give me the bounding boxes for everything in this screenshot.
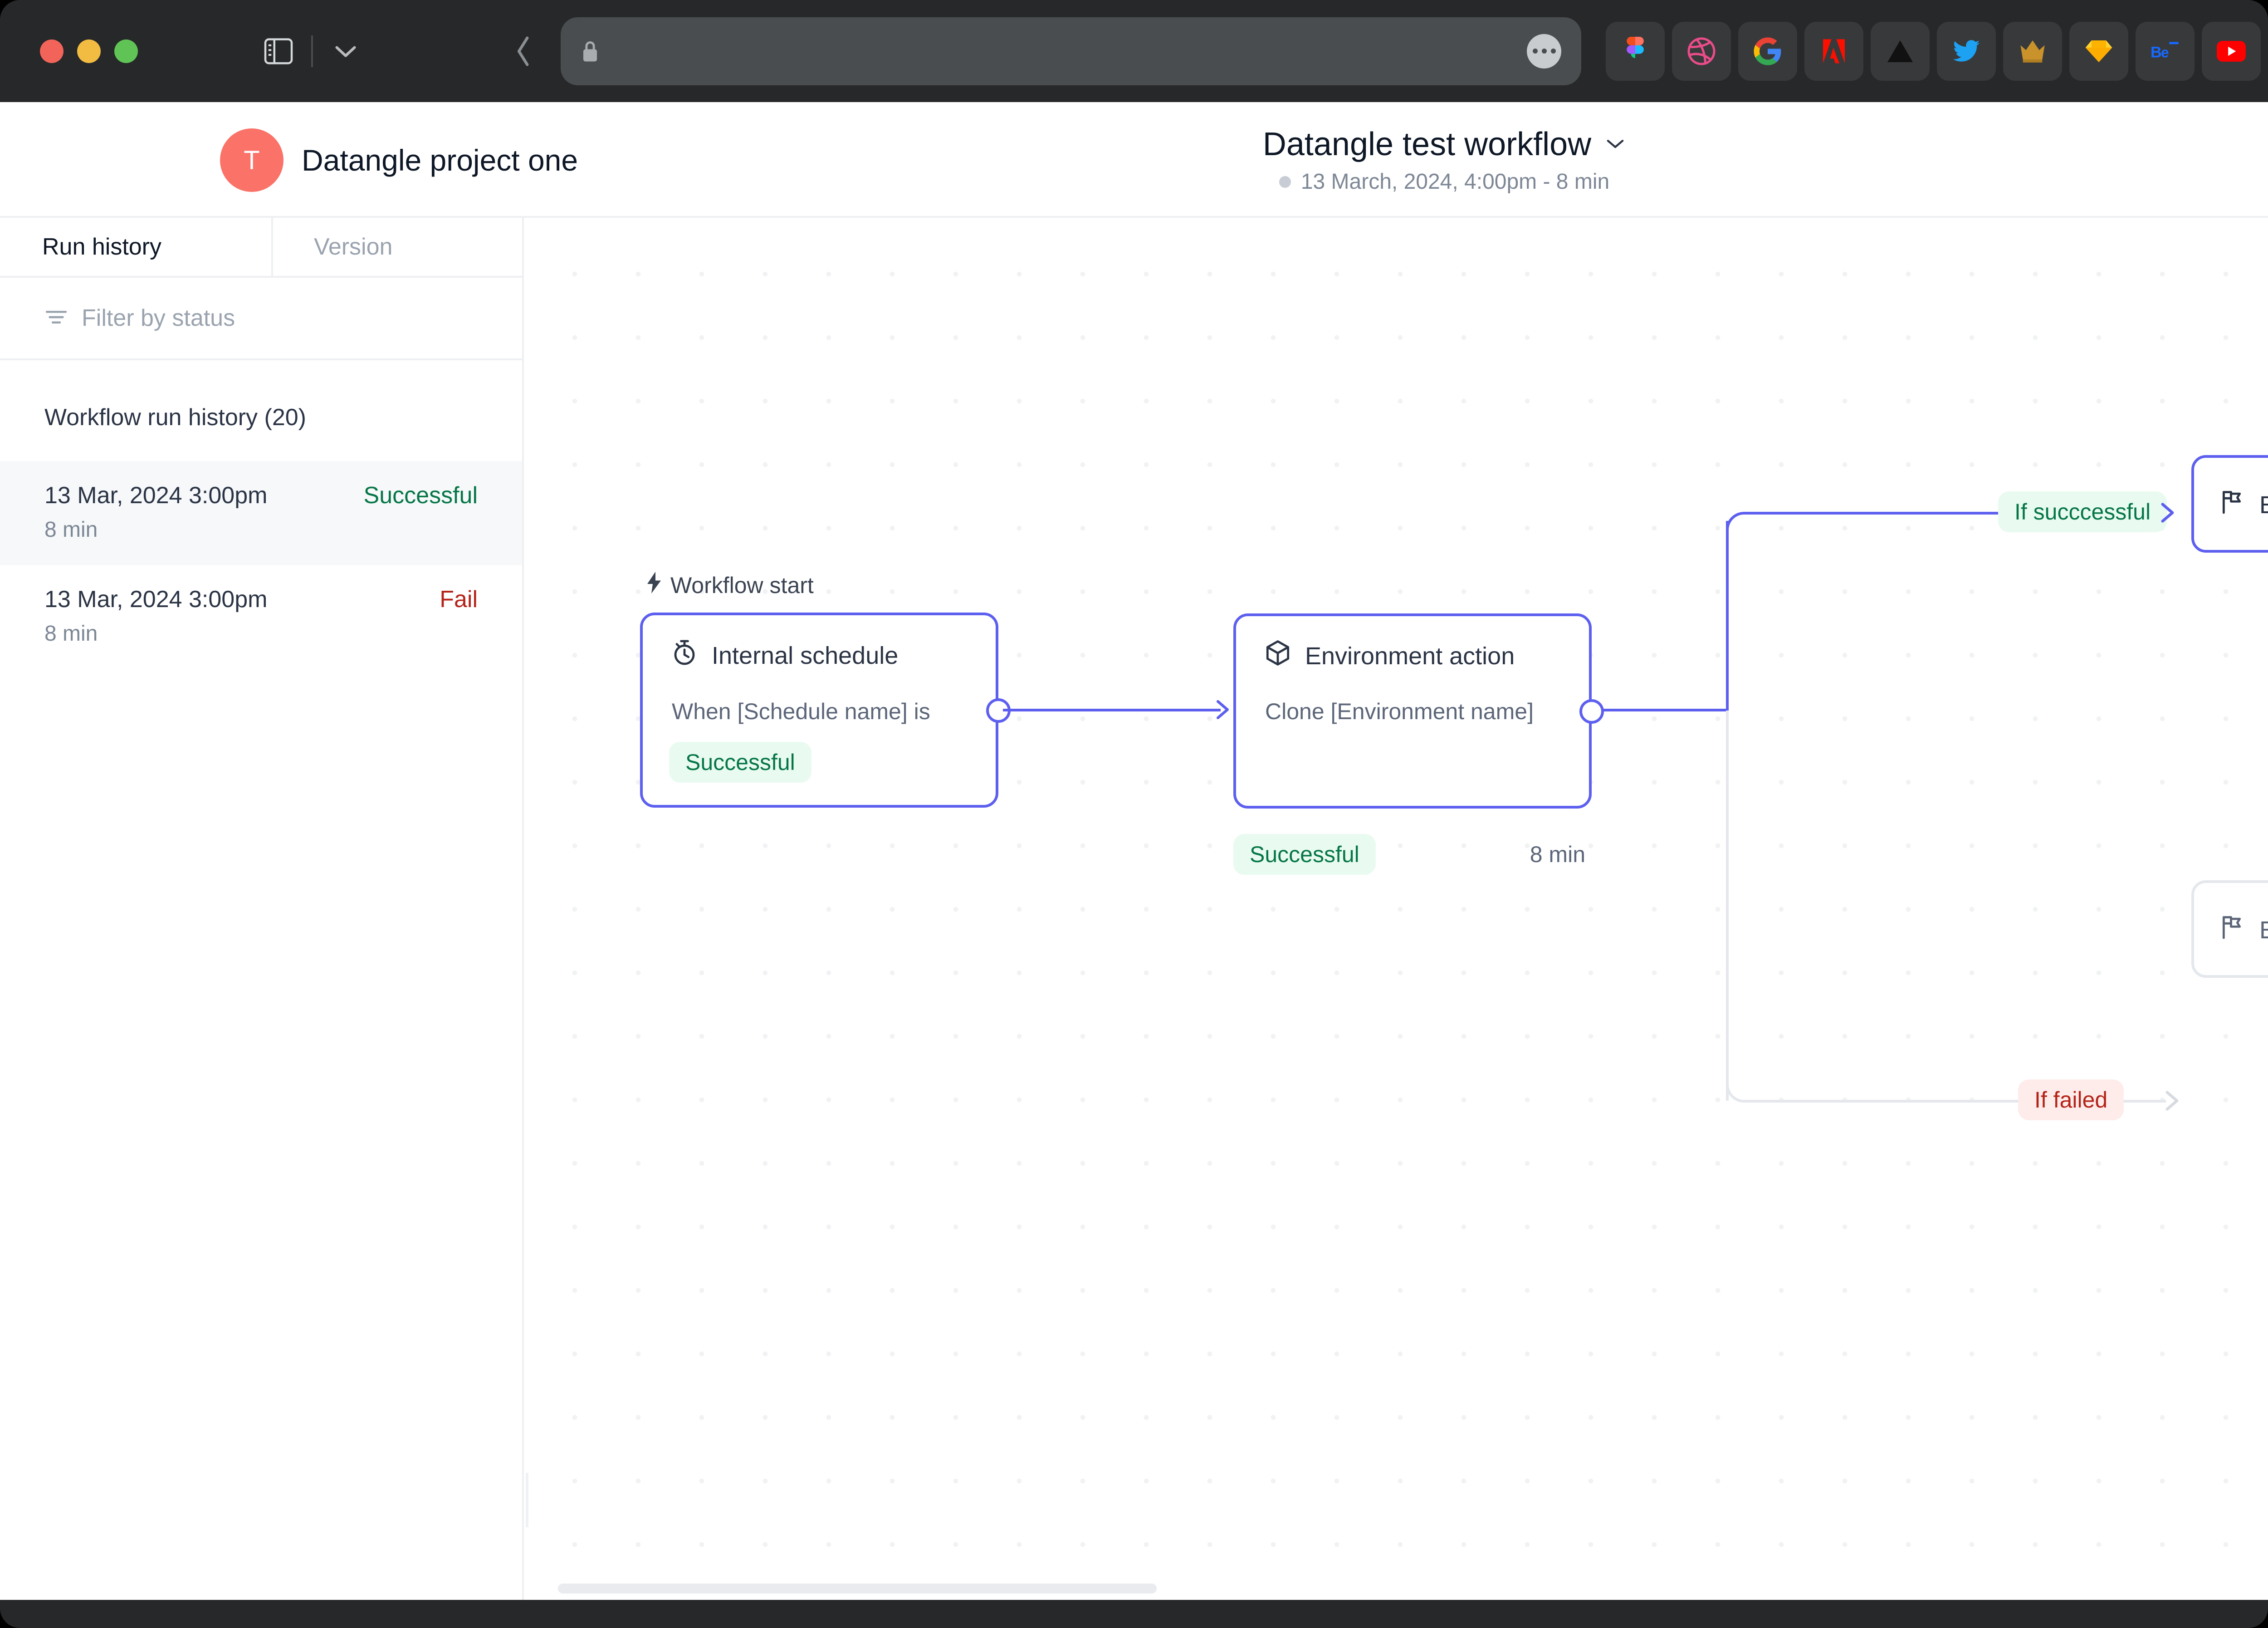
svg-text:B: B: [2151, 44, 2162, 61]
favicon-figma[interactable]: [1606, 21, 1665, 81]
workflow-canvas[interactable]: Workflow start Intern: [526, 218, 2268, 1600]
back-button[interactable]: [503, 31, 544, 72]
lightning-bolt-icon: [646, 572, 662, 599]
horizontal-scrollbar[interactable]: [558, 1584, 1157, 1594]
tab-run-history[interactable]: Run history: [42, 234, 161, 260]
node-title-text: Environment action: [1305, 642, 1515, 670]
run-item-duration: 8 min: [44, 622, 98, 646]
connector-trunk-down: [1726, 711, 1729, 1101]
favicon-adobe[interactable]: [1804, 21, 1863, 81]
workflow-start-label: Workflow start: [646, 572, 814, 599]
workflow-meta-text: 13 March, 2024, 4:00pm - 8 min: [1300, 170, 1610, 194]
node-title-text: End workflow: [2259, 491, 2268, 519]
favicon-bar: B e: [1606, 21, 2268, 81]
tab-overview-chevron-down-icon[interactable]: [324, 29, 367, 73]
browser-toolbar: B e: [0, 0, 2268, 102]
more-horizontal-icon[interactable]: [1527, 34, 1561, 69]
run-item-duration: 8 min: [44, 518, 98, 542]
favicon-crown[interactable]: [2003, 21, 2062, 81]
panel-tabs: Run history Version: [0, 218, 522, 278]
branch-label-fail: If failed: [2018, 1079, 2124, 1120]
node-status-chip: Successful: [1233, 834, 1376, 875]
favicon-youtube[interactable]: [2202, 21, 2261, 81]
workflow-start-text: Workflow start: [670, 573, 814, 598]
node-title-text: Internal schedule: [712, 642, 899, 669]
workflow-title-row[interactable]: Datangle test workflow: [1263, 126, 1626, 163]
sidebar-toggle-button[interactable]: [257, 29, 300, 73]
run-item-time: 13 Mar, 2024 3:00pm: [44, 482, 268, 509]
run-item-time: 13 Mar, 2024 3:00pm: [44, 586, 268, 613]
avatar: T: [220, 128, 284, 192]
minimize-window-button[interactable]: [77, 39, 101, 63]
stopwatch-icon: [672, 639, 697, 672]
arrowhead-icon: [2165, 1091, 2179, 1111]
sidebar-toggle-group: [257, 29, 367, 73]
node-end-workflow-success[interactable]: End workflow: [2191, 455, 2268, 553]
address-bar[interactable]: [561, 17, 1581, 85]
status-badge: Successful: [363, 482, 478, 509]
tab-version[interactable]: Version: [271, 218, 522, 276]
arrowhead-icon: [1217, 700, 1229, 719]
page-title: Datangle project one: [302, 143, 578, 177]
favicon-behance[interactable]: B e: [2136, 21, 2195, 81]
node-run-meta: Successful 8 min: [1233, 834, 1592, 875]
list-item[interactable]: 13 Mar, 2024 3:00pm 8 min Successful: [0, 461, 522, 565]
node-output-port[interactable]: [1579, 699, 1604, 724]
node-title-text: End workflow: [2259, 916, 2268, 944]
node-environment-action[interactable]: Environment action Clone [Environment na…: [1233, 613, 1604, 809]
status-badge: Fail: [440, 586, 478, 613]
node-internal-schedule[interactable]: Internal schedule When [Schedule name] i…: [640, 613, 1011, 808]
workflow-title: Datangle test workflow: [1262, 126, 1592, 162]
branch-label-success: If succcessful: [1998, 491, 2167, 532]
workflow-title-block: Datangle test workflow 13 March, 2024, 4…: [0, 126, 2268, 194]
app-header: T Datangle project one Datangle test wor…: [0, 102, 2268, 218]
left-panel: Run history Version Filter by status Wor…: [0, 218, 524, 1600]
node-subtitle: Clone [Environment name]: [1265, 699, 1534, 724]
flag-icon: [2219, 914, 2245, 946]
favicon-vercel[interactable]: [1871, 21, 1930, 81]
filter-label: Filter by status: [82, 305, 235, 331]
connector-trunk-up: [1726, 521, 1729, 711]
filter-icon: [44, 308, 68, 329]
status-dot-icon: [1279, 176, 1291, 188]
arrowhead-icon: [2161, 503, 2174, 523]
list-item[interactable]: 13 Mar, 2024 3:00pm 8 min Fail: [0, 565, 522, 669]
favicon-dribbble[interactable]: [1672, 21, 1731, 81]
cube-icon: [1265, 640, 1290, 672]
favicon-google[interactable]: [1738, 21, 1797, 81]
project-badge[interactable]: T Datangle project one: [220, 128, 578, 192]
connector-top-branch: [1762, 512, 2157, 515]
connector-schedule-to-environment: [1003, 709, 1221, 711]
application-viewport: T Datangle project one Datangle test wor…: [0, 102, 2268, 1600]
filter-by-status-control[interactable]: Filter by status: [0, 278, 522, 360]
workflow-meta: 13 March, 2024, 4:00pm - 8 min: [1279, 169, 1609, 194]
close-window-button[interactable]: [40, 39, 64, 63]
favicon-twitter[interactable]: [1937, 21, 1996, 81]
connector-corner-top: [1726, 512, 1766, 552]
flag-icon: [2219, 489, 2245, 521]
node-status-chip: Successful: [669, 742, 811, 783]
node-end-workflow-fail[interactable]: End workflow: [2191, 880, 2268, 978]
run-history-header: Workflow run history (20): [44, 404, 306, 431]
traffic-lights: [40, 39, 138, 63]
connector-corner-bottom: [1726, 1063, 1766, 1103]
svg-text:e: e: [2161, 44, 2169, 60]
node-duration: 8 min: [1530, 842, 1585, 867]
connector-bottom-branch: [1762, 1100, 2166, 1103]
toolbar-divider: [311, 35, 313, 67]
canvas-left-edge: [526, 1473, 528, 1527]
zoom-window-button[interactable]: [114, 39, 138, 63]
node-subtitle: When [Schedule name] is: [672, 699, 930, 724]
chevron-down-icon[interactable]: [1605, 137, 1626, 152]
lock-icon: [583, 41, 597, 61]
favicon-sketch[interactable]: [2069, 21, 2128, 81]
connector-environment-output: [1602, 709, 1729, 711]
